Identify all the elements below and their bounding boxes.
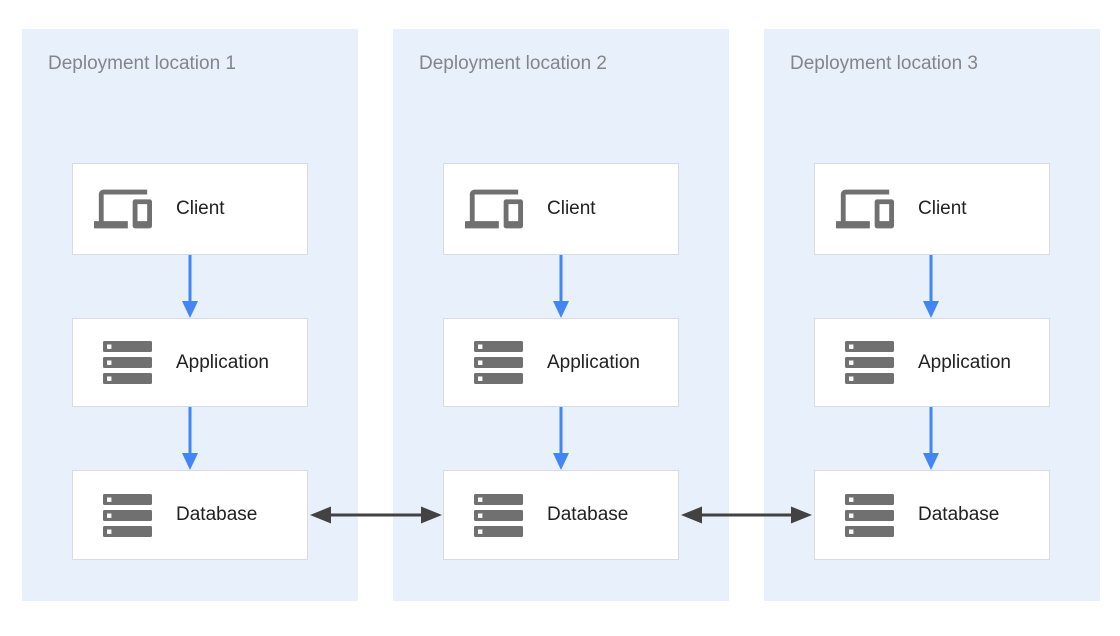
node-client: Client	[443, 163, 679, 255]
node-label: Application	[176, 351, 269, 373]
node-label: Database	[918, 504, 1000, 525]
deployment-panel-2: Deployment location 2 Client	[393, 29, 729, 601]
devices-icon	[836, 187, 918, 231]
server-icon	[465, 493, 547, 537]
node-client: Client	[72, 163, 308, 255]
devices-icon	[94, 187, 176, 231]
node-label: Application	[547, 351, 640, 373]
node-application: Application	[72, 318, 308, 407]
node-label: Client	[918, 198, 967, 219]
server-icon	[94, 493, 176, 537]
node-application: Application	[443, 318, 679, 407]
node-label: Database	[176, 504, 258, 525]
node-label: Client	[176, 198, 225, 219]
node-database: Database	[72, 470, 308, 560]
server-icon	[836, 341, 918, 384]
deployment-panel-3: Deployment location 3 Client	[764, 29, 1100, 601]
server-icon	[836, 493, 918, 537]
node-label: Database	[547, 504, 629, 525]
server-icon	[94, 341, 176, 384]
node-client: Client	[814, 163, 1050, 255]
panel-title: Deployment location 1	[48, 53, 236, 74]
node-database: Database	[443, 470, 679, 560]
devices-icon	[465, 187, 547, 231]
server-icon	[465, 341, 547, 384]
deployment-panel-1: Deployment location 1 Client	[22, 29, 358, 601]
node-label: Client	[547, 198, 596, 219]
panel-title: Deployment location 3	[790, 53, 978, 74]
node-label: Application	[918, 351, 1011, 373]
panel-title: Deployment location 2	[419, 53, 607, 74]
node-application: Application	[814, 318, 1050, 407]
node-database: Database	[814, 470, 1050, 560]
